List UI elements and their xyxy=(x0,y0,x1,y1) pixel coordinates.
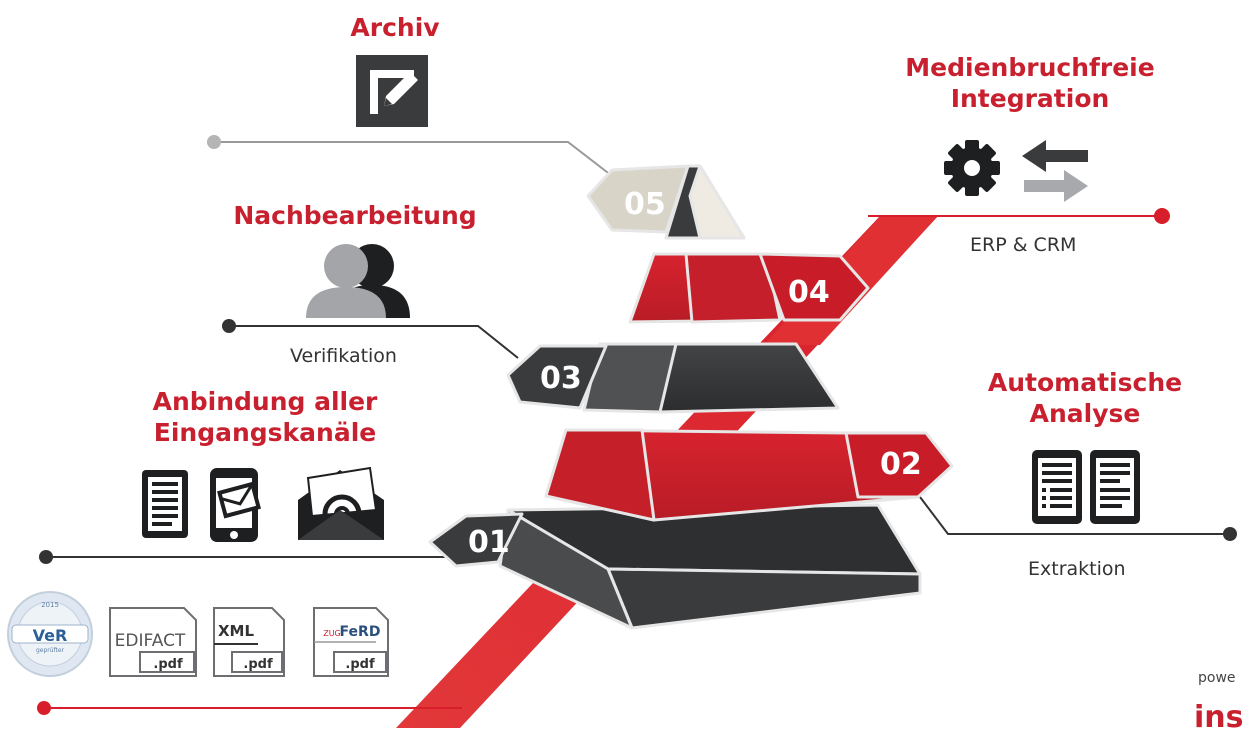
document-icon xyxy=(1090,450,1140,524)
step-03-number: 03 xyxy=(540,361,582,396)
powered-by-text: powe xyxy=(1198,670,1236,686)
phone-mail-icon xyxy=(210,468,261,542)
edifact-pdf-icon: EDIFACT .pdf xyxy=(109,607,197,677)
document-icon xyxy=(142,470,188,538)
edit-icon xyxy=(356,55,428,127)
ver-year: 2015 xyxy=(41,601,59,609)
connector-dot xyxy=(1223,527,1237,541)
step-05-number: 05 xyxy=(624,187,666,222)
zugferd-prefix: ZUG xyxy=(323,629,341,638)
zugferd-pdf-icon: ZUG FeRD .pdf xyxy=(313,607,389,677)
step-02-number: 02 xyxy=(880,447,922,482)
connector-dot xyxy=(39,550,53,564)
heading-nachbearbeitung: Nachbearbeitung xyxy=(233,201,477,230)
pyramid-layer-03 xyxy=(506,342,840,414)
heading-archiv: Archiv xyxy=(350,13,440,42)
pyramid-layer-04 xyxy=(628,252,870,324)
step-01-number: 01 xyxy=(468,525,510,560)
gear-icon xyxy=(944,140,1000,196)
pdf-label: .pdf xyxy=(243,657,273,672)
label-extraktion: Extraktion xyxy=(1028,558,1126,580)
connector-dot xyxy=(222,319,236,333)
brand-logo-text: ins xyxy=(1194,700,1243,735)
heading-integration: Medienbruchfreie Integration xyxy=(905,53,1155,114)
pdf-label: .pdf xyxy=(153,657,183,672)
connector-dot xyxy=(207,135,221,149)
edifact-label: EDIFACT xyxy=(115,631,186,651)
connector-dot xyxy=(37,701,51,715)
pyramid-layer-05 xyxy=(586,164,746,240)
ver-label: VeR xyxy=(33,626,68,645)
step-04-number: 04 xyxy=(788,275,830,310)
users-icon xyxy=(306,244,410,318)
email-at-icon xyxy=(298,466,384,540)
ver-badge: 2015 VeR geprüfter xyxy=(7,591,93,677)
pyramid-layer-01 xyxy=(428,503,922,630)
xml-label: XML xyxy=(218,622,254,640)
ver-sub: geprüfter xyxy=(36,647,65,654)
zugferd-label: FeRD xyxy=(340,624,381,640)
label-erp-crm: ERP & CRM xyxy=(970,234,1077,256)
heading-eingang: Anbindung aller Eingangskanäle xyxy=(152,387,378,448)
connector-dot xyxy=(1154,208,1170,224)
document-icon xyxy=(1032,450,1082,524)
pdf-label: .pdf xyxy=(345,657,375,672)
heading-analyse: Automatische Analyse xyxy=(987,368,1183,429)
arrows-exchange-icon xyxy=(1022,140,1088,202)
label-verifikation: Verifikation xyxy=(290,345,397,367)
xml-pdf-icon: XML .pdf xyxy=(213,607,285,677)
pyramid-layer-02 xyxy=(544,428,954,522)
